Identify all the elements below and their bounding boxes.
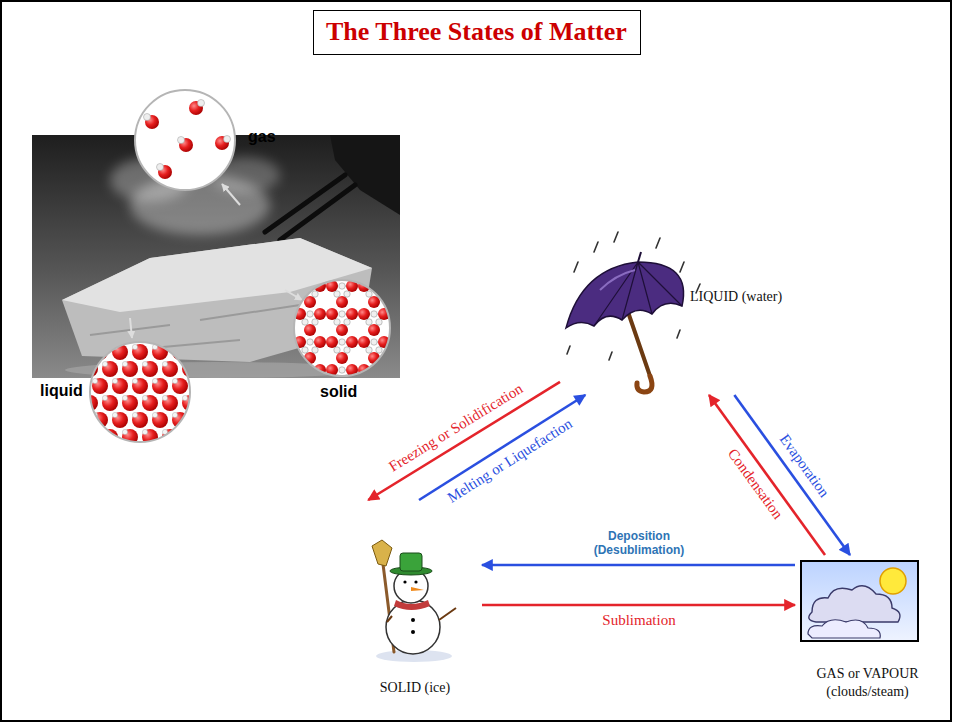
tongs [265,175,355,240]
cloud [809,586,900,622]
hydrogen-atom [224,136,231,143]
hydrogen-atom [198,100,205,107]
umbrella-tip [638,252,641,262]
snowman-scarf [394,600,430,610]
state-caption: liquid [40,382,83,400]
hat-crown [400,553,422,571]
magnifier-ground [90,342,190,442]
umbrella-handle [637,376,652,392]
transition-label: Evaporation [776,431,833,501]
snowman-eye [403,580,406,583]
gas-circle [135,90,235,190]
state-node: LIQUID (water) [560,255,832,395]
zoom-arrow [222,184,240,205]
sun [880,568,906,594]
magnifier-circle [135,90,235,190]
snowman-body [386,600,440,654]
umbrella-shaft [628,312,650,376]
panel-ground [30,88,402,440]
cloud-icon [801,561,918,641]
title-box: The Three States of Matter [313,10,641,55]
snowman-button [411,630,415,634]
title-text: The Three States of Matter [326,16,627,47]
hydrogen-atom [157,164,164,171]
snowman-arm [387,608,456,622]
hydrogen-atom [144,114,151,121]
magnifier-circle [294,280,390,376]
snowman-button [411,618,415,622]
transition-label: Deposition (Desublimation) [586,530,690,558]
solid-circle [294,280,390,376]
transition-label: Condensation [724,446,786,523]
transition-arrow [419,395,585,500]
umbrella-shine [600,270,635,290]
transition-label: Sublimation [602,612,675,629]
umbrella-canopy [566,262,684,328]
zoom-arrow [130,318,132,338]
state-caption: gas [248,128,276,146]
hydrogen-atom [178,137,185,144]
state-label: LIQUID (water) [690,288,830,306]
liquid-circle [90,342,190,442]
broom-bristles [372,540,392,566]
rain [567,232,700,360]
umbrella-icon [566,232,700,392]
state-node: GAS or VAPOUR (clouds/steam) [795,555,940,705]
state-caption: solid [320,383,357,401]
state-node: SOLID (ice) [350,500,482,700]
ice-crack [90,305,300,350]
water-molecule [144,100,231,180]
photo-panel [30,88,402,442]
state-label: GAS or VAPOUR (clouds/steam) [805,665,930,700]
state-label: SOLID (ice) [350,679,480,697]
snowman-eye [414,580,417,583]
magnifier-circle [90,342,190,442]
snowman-icon [372,540,456,662]
umbrella-rib [594,262,682,326]
sky-frame [801,561,918,641]
snowman-nose [411,587,424,591]
cloud [808,620,880,638]
hand [330,135,400,215]
transition-arrow [482,604,795,607]
zoom-arrow [285,290,302,300]
transition-arrow [482,564,795,567]
